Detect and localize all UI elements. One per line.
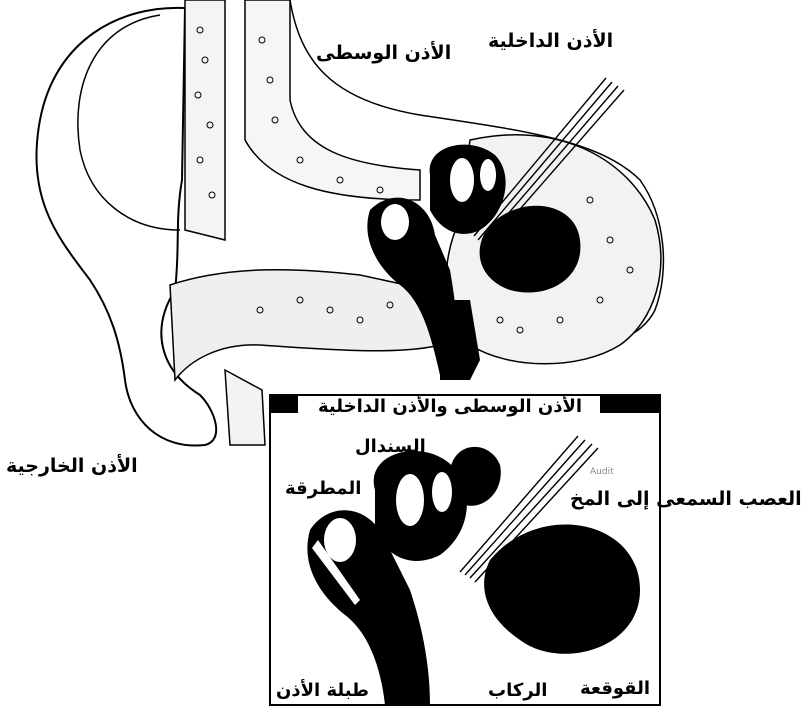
inset-title-bar-right: [600, 395, 660, 413]
label-inset-title: الأذن الوسطى والأذن الداخلية: [318, 398, 582, 416]
label-inner-ear: الأذن الداخلية: [488, 32, 613, 51]
label-incus: السندال: [355, 438, 426, 456]
label-eardrum: طبلة الأذن: [276, 682, 369, 700]
skull-band-outer: [185, 0, 225, 240]
label-outer-ear: الأذن الخارجية: [6, 457, 138, 476]
label-middle-ear: الأذن الوسطى: [316, 44, 451, 63]
label-cochlea: القوقعة: [580, 680, 650, 698]
earlobe-tab: [225, 370, 265, 445]
skull-band-inner: [245, 0, 420, 200]
label-faint-audit: Audit: [590, 468, 614, 477]
inset-title-bar-left: [270, 395, 298, 413]
ear-canal: [170, 270, 440, 380]
label-malleus: المطرقة: [285, 480, 361, 498]
label-auditory-nerve: العصب السمعى إلى المخ: [570, 490, 802, 509]
label-stapes: الركاب: [488, 682, 547, 700]
pinna-inner-fold: [78, 15, 180, 230]
